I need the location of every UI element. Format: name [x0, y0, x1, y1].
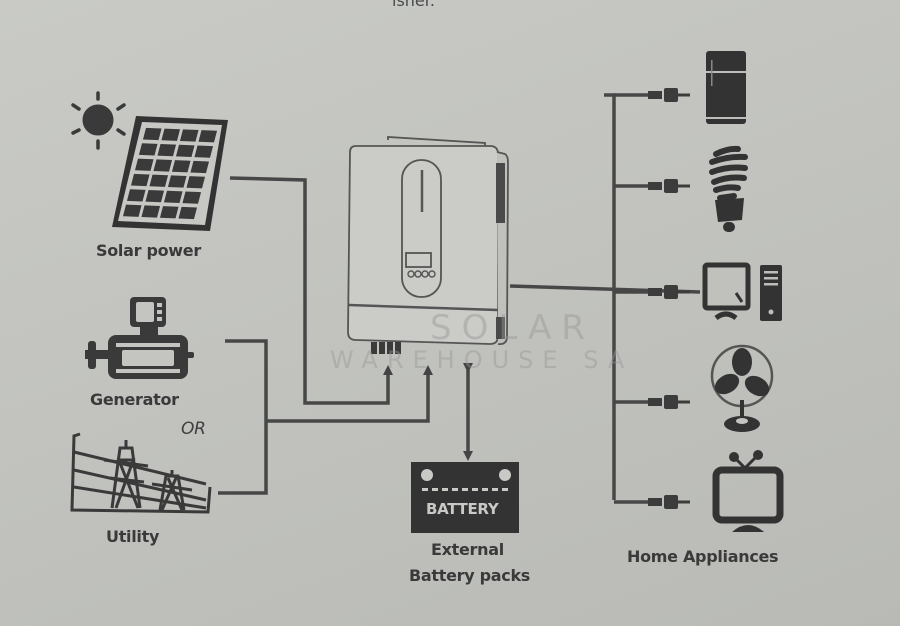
solar-power-label: Solar power [96, 241, 201, 260]
battery-dash [452, 488, 458, 491]
cut-off-text-fragment: isher. [392, 0, 435, 10]
solar-cell [126, 189, 146, 202]
plug-icon [614, 179, 690, 193]
solar-cell [198, 130, 218, 143]
solar-cell [175, 144, 195, 158]
solar-cell [145, 189, 165, 203]
utility-label: Utility [106, 527, 160, 546]
plug-icon [614, 495, 690, 509]
battery-dash [472, 488, 478, 491]
solar-cell [182, 191, 202, 204]
solar-cell [179, 129, 199, 142]
cfl-bulb-icon [709, 145, 748, 232]
solar-panel-icon [112, 116, 228, 231]
home-appliances-label: Home Appliances [627, 547, 779, 566]
battery-dash [462, 488, 468, 491]
plug-icon [614, 88, 690, 102]
solar-cell [171, 160, 191, 173]
tv-icon [712, 450, 784, 532]
generator-bracket-line [218, 339, 268, 495]
solar-cell [122, 204, 142, 217]
desk-fan-icon [710, 344, 774, 432]
solar-cell [134, 158, 154, 171]
solar-cell [167, 175, 187, 188]
battery-dash [442, 488, 448, 491]
generator-icon [85, 297, 194, 379]
sun-icon [71, 91, 126, 150]
battery-dash [422, 488, 428, 491]
solar-cell [161, 128, 181, 141]
battery-label-line2: Battery packs [409, 566, 531, 585]
solar-cell [142, 127, 162, 141]
solar-cell [153, 159, 173, 172]
solar-cell [130, 173, 150, 187]
desktop-computer-icon [702, 262, 782, 321]
plug-icon [614, 395, 690, 409]
solar-cell [186, 176, 206, 189]
plug-icon [614, 285, 690, 299]
hybrid-inverter-icon [347, 136, 509, 354]
battery-dash [492, 488, 498, 491]
solar-cell [157, 143, 177, 157]
grid-to-inverter-line [266, 365, 433, 423]
battery-icon [411, 462, 519, 533]
solar-cell [138, 143, 158, 156]
refrigerator-icon [706, 51, 746, 124]
battery-icon-text: BATTERY [426, 500, 499, 518]
solar-cell [178, 206, 198, 220]
battery-dash [502, 488, 508, 491]
solar-cell [149, 174, 169, 187]
appliance-branches [614, 88, 690, 509]
battery-dash [482, 488, 488, 491]
or-label: OR [181, 419, 206, 439]
solar-cell [141, 205, 161, 218]
solar-to-inverter-line [229, 176, 393, 405]
solar-cell [190, 160, 210, 174]
solar-cell [159, 206, 179, 219]
power-pylon-icon [70, 432, 212, 514]
appliance-bus-line [604, 93, 616, 500]
solar-cell [163, 190, 183, 204]
battery-dash [432, 488, 438, 491]
generator-label: Generator [90, 390, 179, 409]
battery-label-line1: External [431, 540, 504, 559]
solar-cell [194, 145, 214, 158]
